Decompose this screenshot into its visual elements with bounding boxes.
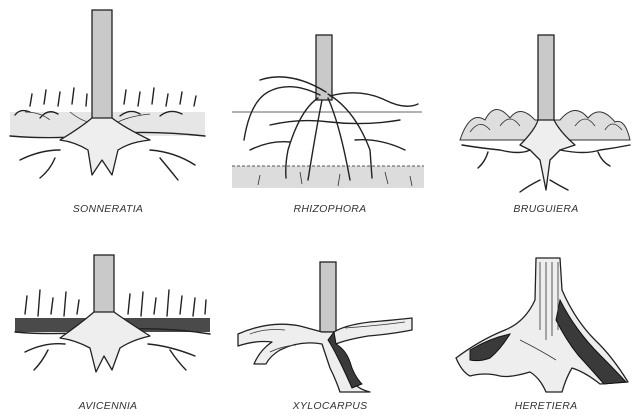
sonneratia-drawing (10, 10, 205, 180)
label-avicennia: AVICENNIA (28, 400, 188, 412)
label-sonneratia: SONNERATIA (28, 203, 188, 215)
label-heretiera: HERETIERA (466, 400, 626, 412)
avicennia-drawing (15, 255, 210, 372)
heretiera-drawing (456, 258, 628, 392)
label-xylocarpus: XYLOCARPUS (250, 400, 410, 412)
label-rhizophora: RHIZOPHORA (250, 203, 410, 215)
bruguiera-drawing (460, 35, 630, 192)
label-bruguiera: BRUGUIERA (466, 203, 626, 215)
rhizophora-drawing (232, 35, 424, 188)
xylocarpus-drawing (238, 262, 412, 392)
